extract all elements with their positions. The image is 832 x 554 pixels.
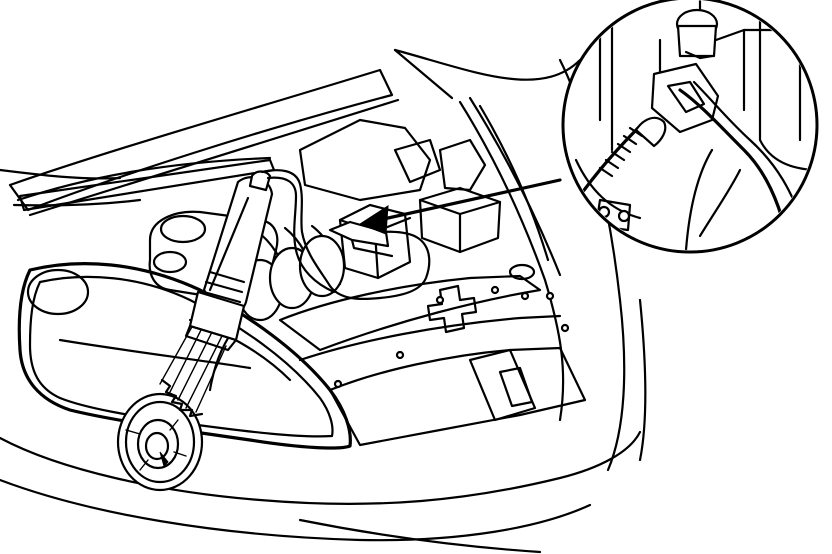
crankshaft-pulley (116, 392, 204, 492)
timing-light-clip-lead (260, 169, 431, 301)
callout-arrow (358, 178, 562, 235)
timing-light (159, 170, 274, 418)
detail-callout (561, 0, 819, 254)
